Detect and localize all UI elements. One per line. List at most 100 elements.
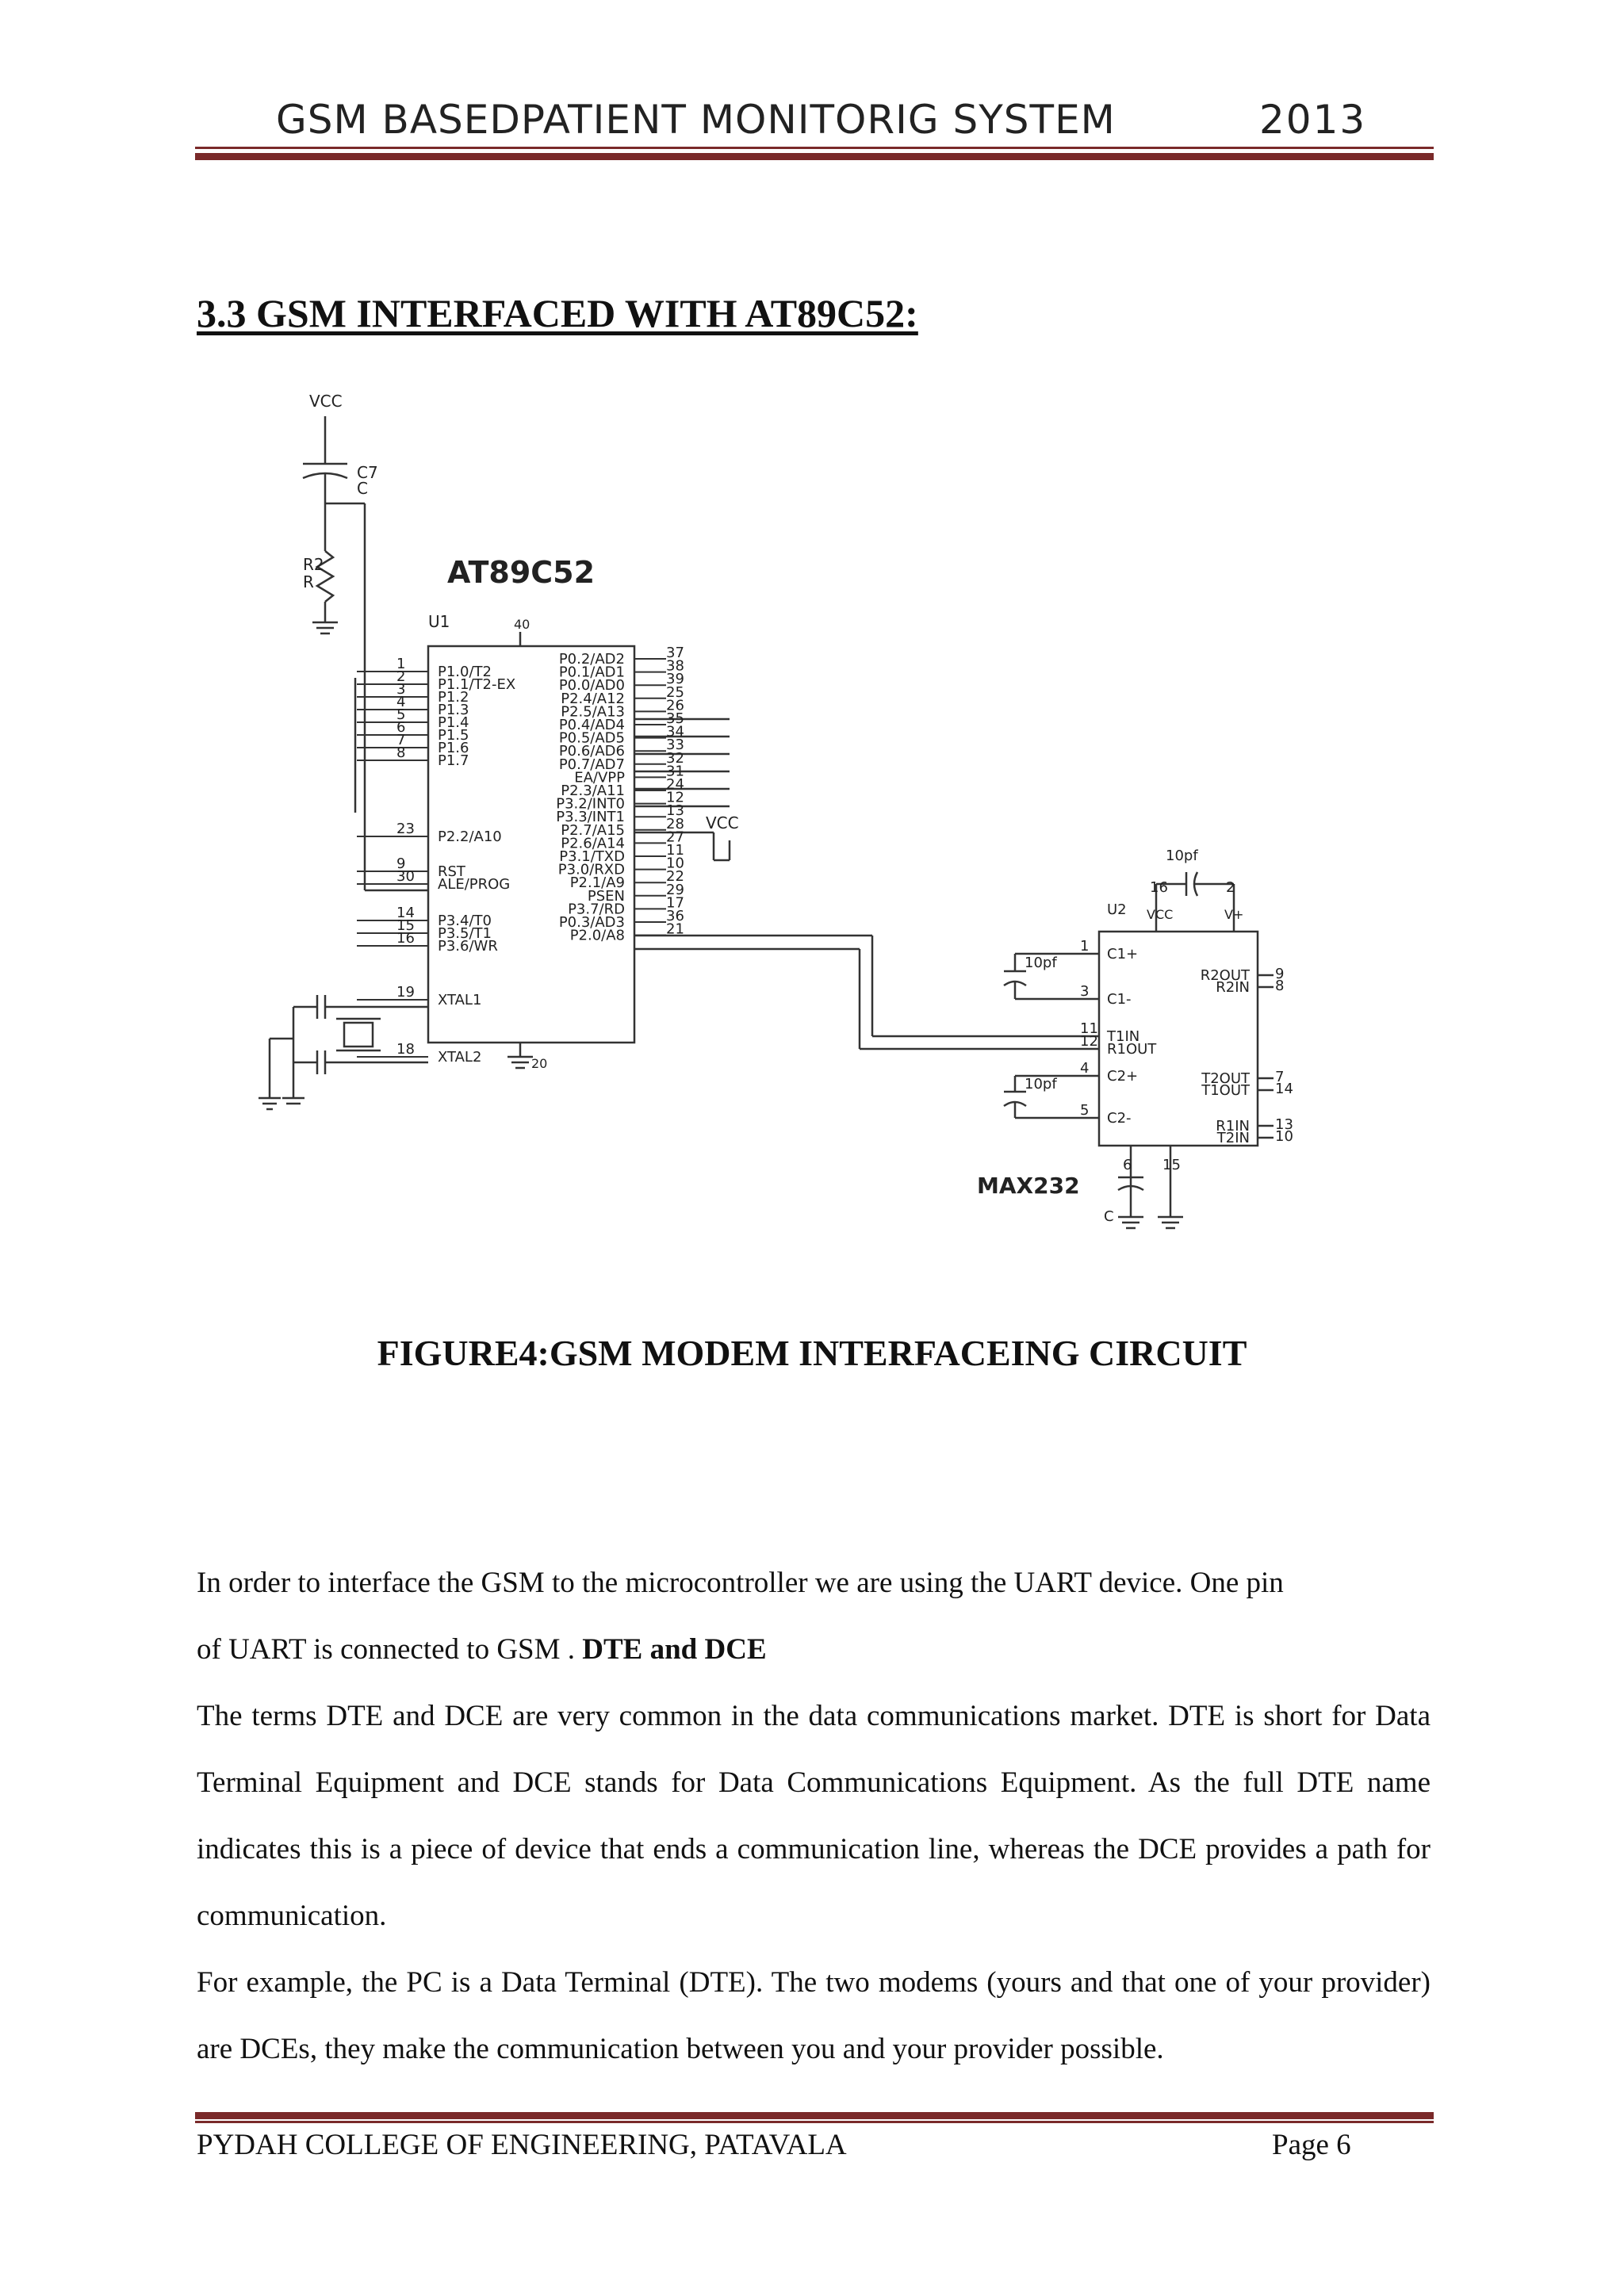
- max-pin-number: 5: [1080, 1102, 1089, 1119]
- mcu-pin-number: 28: [666, 816, 684, 832]
- footer-college: PYDAH COLLEGE OF ENGINEERING, PATAVALA: [197, 2129, 847, 2161]
- max-pin-name: T2OUT: [1201, 1070, 1251, 1087]
- max-vplus-label: V+: [1224, 907, 1243, 922]
- mcu-pin-number: 10: [666, 855, 684, 872]
- bottom-cap-label: C: [1104, 1208, 1114, 1225]
- mcu-pin-number: 4: [396, 694, 405, 710]
- mcu-pin-name: P3.4/T0: [438, 913, 492, 929]
- header-rule-thick: [195, 153, 1434, 160]
- mcu-pin-number: 6: [396, 719, 405, 736]
- max-pin-name: T2IN: [1216, 1130, 1250, 1146]
- mcu-pin-name: RST: [438, 863, 466, 880]
- mcu-pin-number: 14: [396, 905, 415, 921]
- mcu-pin-name: P0.7/AD7: [559, 756, 625, 773]
- mcu-pin-number: 19: [396, 984, 415, 1001]
- mcu-pin-number: 39: [666, 671, 684, 687]
- mcu-pin-number: 30: [396, 868, 415, 885]
- max-pin-name: C2-: [1107, 1110, 1132, 1127]
- mcu-pin-number: 36: [666, 908, 684, 924]
- mcu-pin-number: 12: [666, 790, 684, 806]
- mcu-pin-number: 33: [666, 737, 684, 753]
- mcu-pin-number: 5: [396, 706, 405, 723]
- footer-rule-thin: [195, 2121, 1434, 2123]
- max-pin-name: T1IN: [1106, 1028, 1139, 1045]
- footer-page-number: Page 6: [1272, 2129, 1351, 2161]
- dte-dce-heading: DTE and DCE: [582, 1633, 767, 1666]
- mcu-pin-name: P0.3/AD3: [559, 914, 625, 931]
- mcu-pin-name: XTAL2: [438, 1049, 481, 1066]
- paragraph-3: For example, the PC is a Data Terminal (…: [197, 1966, 1431, 2065]
- mcu-pin-name: P3.5/T1: [438, 925, 492, 942]
- mcu-pin-name: P1.4: [438, 714, 469, 731]
- max-name: MAX232: [977, 1173, 1080, 1199]
- mcu-pin-number: 34: [666, 724, 684, 740]
- max-pin-number: 14: [1275, 1081, 1293, 1097]
- mcu-pin-name: PSEN: [588, 888, 625, 905]
- mcu-pin-name: P1.6: [438, 740, 469, 756]
- mcu-pin-name: P3.3/INT1: [556, 809, 625, 825]
- max-pin-number: 11: [1080, 1020, 1098, 1037]
- mcu-pin-name: P3.2/INT0: [556, 796, 625, 813]
- max-pin-number: 8: [1275, 978, 1284, 994]
- ea-vcc-label: VCC: [706, 813, 739, 832]
- max-pin-name: R2OUT: [1201, 967, 1251, 984]
- mcu-pin-number: 22: [666, 868, 684, 885]
- mcu-pin-name: P0.1/AD1: [559, 664, 625, 681]
- max-pin-number: 10: [1275, 1128, 1293, 1145]
- mcu-pin-name: P2.5/A13: [561, 703, 625, 720]
- c-label: C: [357, 479, 368, 498]
- mcu-pin-number: 35: [666, 710, 684, 727]
- max-pin-name: T1OUT: [1201, 1082, 1251, 1099]
- r2-label: R2: [303, 555, 324, 574]
- mcu-pin-name: P2.3/A11: [561, 783, 625, 799]
- mcu-pin-name: P3.0/RXD: [558, 862, 625, 878]
- max-pin-number: 16: [1150, 879, 1168, 896]
- mcu-pin-number: 29: [666, 882, 684, 898]
- mcu-pin-number: 23: [396, 821, 415, 837]
- mcu-pin-number: 38: [666, 658, 684, 675]
- mcu-pin-name: ALE/PROG: [438, 876, 510, 893]
- mcu-pin-number: 15: [396, 917, 415, 934]
- vcc-label: VCC: [309, 392, 343, 411]
- mcu-pin-name: P1.7: [438, 752, 469, 769]
- c7-label: C7: [357, 463, 378, 482]
- mcu-pin-number: 3: [396, 681, 405, 698]
- mcu-pin-name: XTAL1: [438, 992, 481, 1008]
- mcu-pin-name: P3.7/RD: [568, 901, 625, 917]
- page-header-title: GSM BASEDPATIENT MONITORIG SYSTEM: [276, 97, 1116, 143]
- mcu-pin-name: P2.1/A9: [570, 874, 625, 891]
- mcu-pin-number: 18: [396, 1041, 415, 1058]
- max-pin-number: 1: [1080, 938, 1089, 955]
- paragraph-1-line-1: In order to interface the GSM to the mic…: [197, 1567, 1284, 1599]
- max-pin-name: R1OUT: [1107, 1041, 1157, 1058]
- mcu-gnd-pin: 20: [531, 1056, 547, 1071]
- paragraph-1: In order to interface the GSM to the mic…: [197, 1550, 1431, 1683]
- mcu-pin-name: P1.5: [438, 727, 469, 744]
- max-pin-number: 9: [1275, 966, 1284, 982]
- mcu-pin-name: P1.1/T2-EX: [438, 676, 515, 693]
- mcu-name: AT89C52: [447, 555, 595, 590]
- mcu-pin-name: P1.2: [438, 689, 469, 706]
- mcu-pin-number: 7: [396, 732, 405, 748]
- mcu-pin-number: 9: [396, 855, 405, 872]
- max-pin-name: R2IN: [1216, 979, 1250, 996]
- max-pin-name: C2+: [1107, 1068, 1138, 1085]
- c2-cap-label: 10pf: [1025, 1076, 1057, 1093]
- max-vcc-label: VCC: [1147, 907, 1173, 922]
- header-rule-thin: [195, 147, 1434, 149]
- page-header-year: 2013: [1259, 97, 1367, 143]
- mcu-pin-number: 31: [666, 763, 684, 779]
- circuit-schematic: VCC C7 C R2 R U1 AT89C52 40 20 VCC 10pf …: [259, 392, 1293, 1230]
- mcu-pin-name: P0.0/AD0: [559, 677, 625, 694]
- mcu-pin-number: 11: [666, 842, 684, 859]
- mcu-pin-number: 26: [666, 697, 684, 714]
- max-pin-number: 15: [1162, 1157, 1181, 1173]
- section-heading: 3.3 GSM INTERFACED WITH AT89C52:: [197, 291, 918, 335]
- paragraph-1-line-2: of UART is connected to GSM . DTE and DC…: [197, 1617, 1431, 1683]
- max-pin-number: 2: [1226, 879, 1235, 896]
- mcu-pin-number: 16: [396, 930, 415, 947]
